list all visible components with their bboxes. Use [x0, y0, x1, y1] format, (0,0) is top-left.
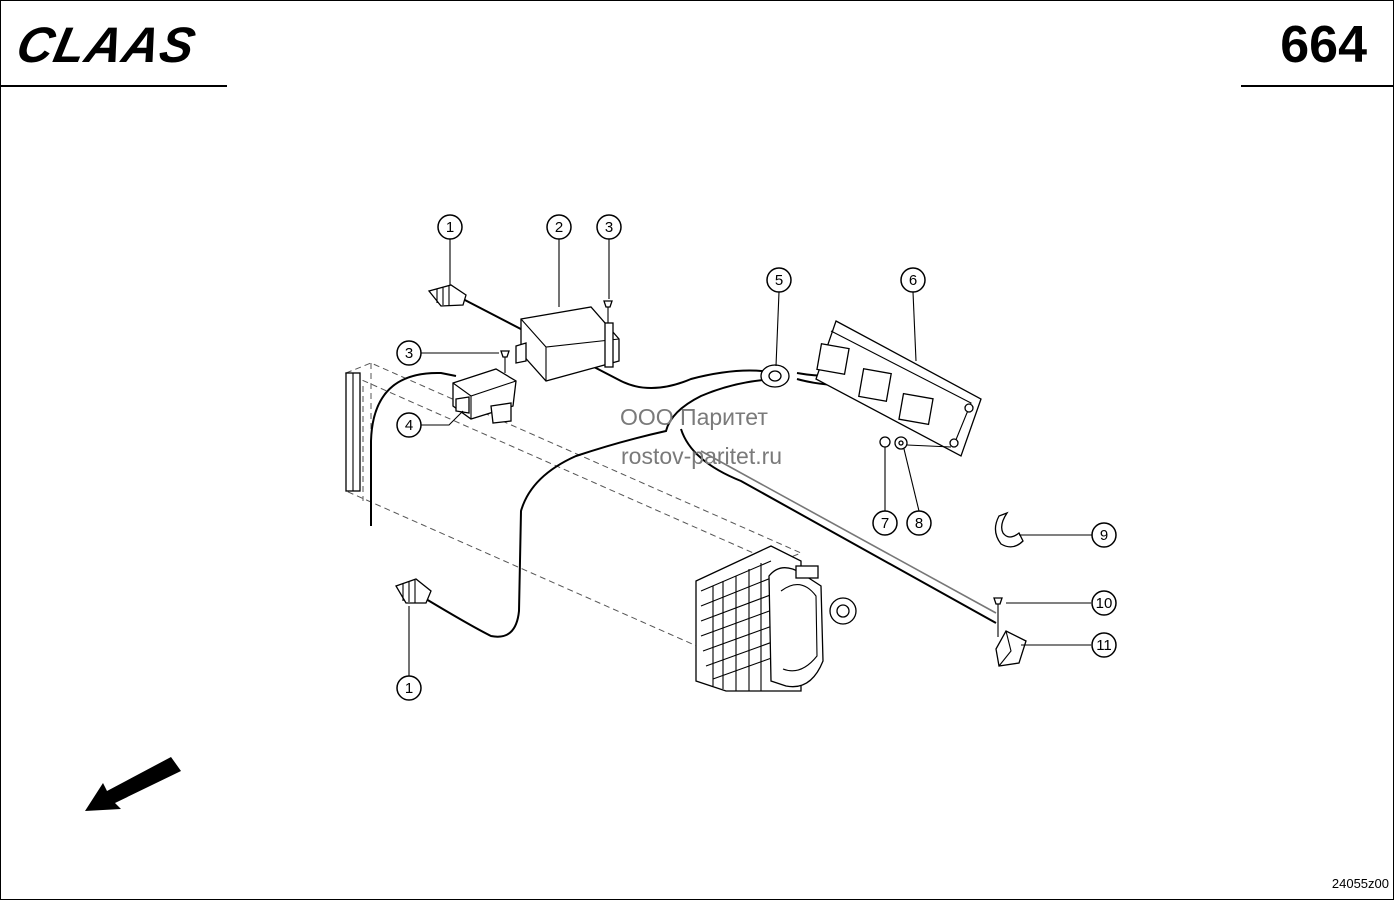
sensor-upper: [427, 284, 467, 307]
watermark-website: rostov-paritet.ru: [621, 443, 783, 469]
callout-label: 3: [405, 345, 413, 362]
nut: [879, 436, 891, 511]
callout-label: 9: [1100, 527, 1108, 544]
callout-label: 5: [775, 272, 783, 289]
wiring-harness: [370, 297, 997, 638]
screw-left: [500, 350, 510, 373]
brand-text: CLAAS: [15, 21, 201, 69]
callout-8: 8: [906, 510, 932, 536]
screw-upper: [603, 300, 613, 323]
evaporator-core: [344, 362, 857, 692]
callout-label: 8: [915, 515, 923, 532]
leader-lines: [408, 239, 1092, 676]
bracket-screw: [993, 597, 1003, 637]
page-number: 664: [1280, 16, 1367, 74]
callout-label: 2: [555, 219, 563, 236]
callout-2: 2: [546, 214, 572, 240]
watermark-company: ООО Паритет: [620, 404, 768, 430]
callout-3-upper: 3: [596, 214, 622, 240]
callout-4: 4: [396, 412, 422, 438]
callout-label: 7: [881, 515, 889, 532]
header-rule-right: [1241, 85, 1393, 87]
callout-3-left: 3: [396, 340, 422, 366]
washer: [894, 436, 952, 512]
mounting-bracket: [995, 630, 1027, 667]
orientation-arrow-icon: [85, 757, 181, 811]
callout-11: 11: [1091, 632, 1117, 658]
callout-7: 7: [872, 510, 898, 536]
control-unit-box: [515, 306, 620, 382]
callout-label: 4: [405, 417, 413, 434]
sensor-lower: [395, 578, 432, 604]
evaporator-pipes: [768, 565, 857, 688]
callout-1-upper: 1: [437, 214, 463, 240]
callout-label: 11: [1096, 637, 1112, 654]
callout-5: 5: [766, 267, 792, 293]
callout-label: 3: [605, 219, 613, 236]
callout-label: 1: [405, 680, 413, 697]
grommet: [760, 364, 790, 388]
claas-logo: CLAAS: [15, 21, 201, 69]
callout-1-lower: 1: [396, 675, 422, 701]
control-panel: [815, 320, 982, 457]
relay: [452, 368, 517, 424]
callout-label: 10: [1096, 595, 1113, 612]
cable-clip: [994, 511, 1024, 548]
callout-label: 6: [909, 272, 917, 289]
callout-9: 9: [1091, 522, 1117, 548]
header-rule-left: [1, 85, 227, 87]
drawing-code: 24055z00: [1331, 876, 1389, 891]
callout-label: 1: [446, 219, 454, 236]
callout-10: 10: [1091, 590, 1117, 616]
callout-6: 6: [900, 267, 926, 293]
